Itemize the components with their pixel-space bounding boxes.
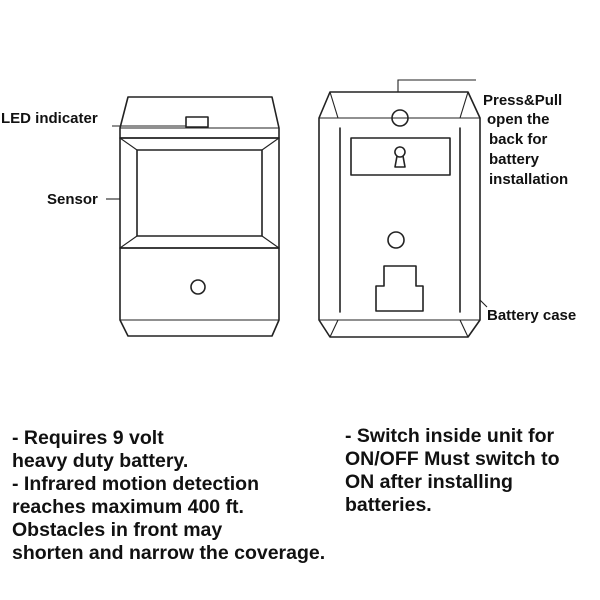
press-pull-label-line-4: battery xyxy=(489,151,540,168)
mount-hole-middle-icon xyxy=(387,231,405,249)
notes-right: - Switch inside unit for ON/OFF Must swi… xyxy=(345,425,600,517)
press-pull-label-line-3: back for xyxy=(489,131,548,148)
mount-hole-top-icon xyxy=(391,109,409,127)
battery-latch xyxy=(375,265,424,312)
back-outline xyxy=(318,91,481,338)
press-pull-label-line-2: open the xyxy=(487,111,550,128)
press-pull-leader-line xyxy=(397,79,476,92)
front-lower-body xyxy=(119,247,280,337)
battery-case-leader-line xyxy=(479,299,488,308)
sensor-label: Sensor xyxy=(47,191,98,208)
sensor-window xyxy=(136,149,263,237)
sensor-frame xyxy=(119,137,280,249)
front-view xyxy=(119,96,280,337)
press-pull-label-line-1: Press&Pull xyxy=(483,92,562,109)
back-view xyxy=(318,91,481,338)
note-switch: - Switch inside unit for ON/OFF Must swi… xyxy=(345,425,560,516)
front-button-icon xyxy=(190,279,206,295)
note-infrared: - Infrared motion detection reaches maxi… xyxy=(12,473,326,564)
keyhole-icon xyxy=(394,146,406,168)
notes-left: - Requires 9 volt heavy duty battery. - … xyxy=(12,427,392,565)
press-pull-label-line-5: installation xyxy=(489,171,568,188)
keyhole-panel xyxy=(350,137,451,176)
led-indicator-icon xyxy=(185,116,209,128)
led-indicator-label: LED indicater xyxy=(1,110,98,127)
note-battery: - Requires 9 volt heavy duty battery. xyxy=(12,427,189,472)
battery-case-label: Battery case xyxy=(487,307,576,324)
